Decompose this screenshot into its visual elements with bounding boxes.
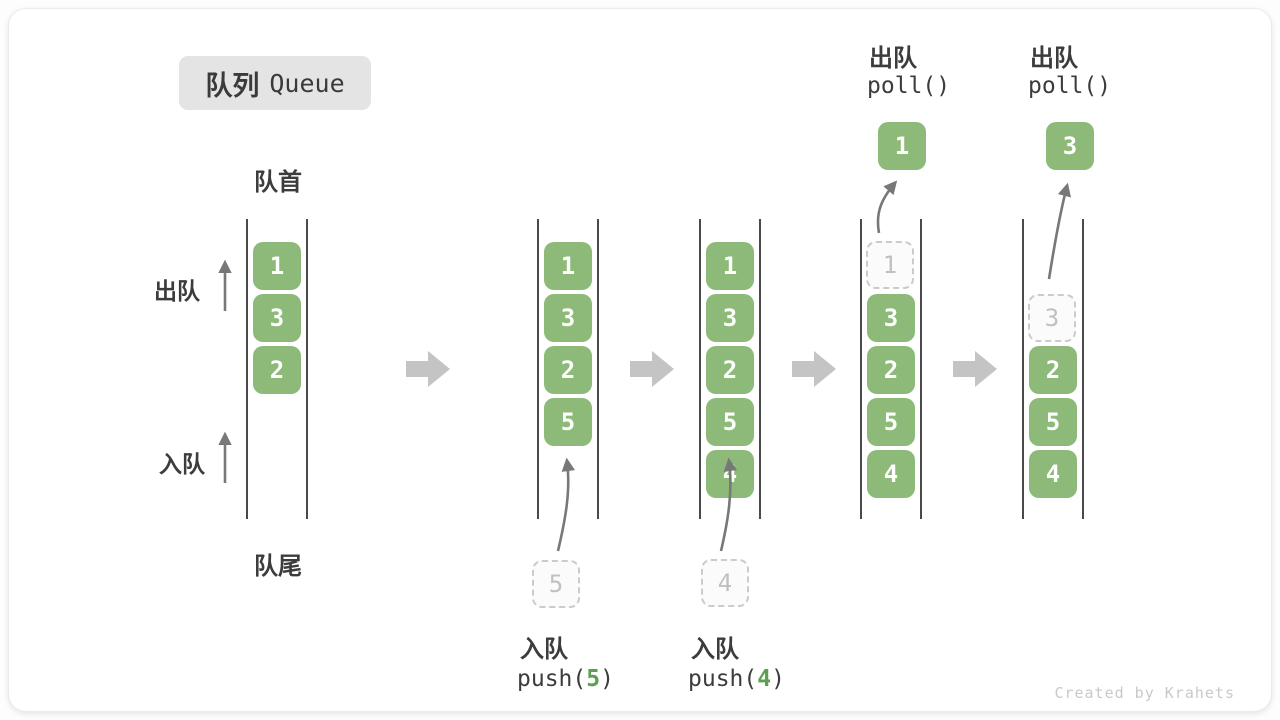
queue3-block-2: 2 xyxy=(706,346,754,394)
op-push4-end: ) xyxy=(771,666,785,692)
queue4-out-block: 1 xyxy=(878,122,926,170)
push5-arrow-icon xyxy=(556,457,576,552)
transition-arrow-1-icon xyxy=(406,351,450,387)
queue2-rail-right xyxy=(597,219,599,519)
queue2-block-1: 1 xyxy=(544,242,592,290)
queue4-block-4: 4 xyxy=(867,450,915,498)
op-push5-fn: push( xyxy=(517,666,587,692)
queue5-rail-right xyxy=(1082,219,1084,519)
op-push4-arg: 4 xyxy=(757,666,772,692)
op-push5-end: ) xyxy=(600,666,614,692)
queue3-block-4: 4 xyxy=(706,450,754,498)
queue5-block-2: 2 xyxy=(1029,346,1077,394)
queue5-rail-left xyxy=(1022,219,1024,519)
op-push5-code: push(5) xyxy=(517,666,614,692)
queue2-block-5: 5 xyxy=(544,398,592,446)
queue2-ghost-5: 5 xyxy=(532,560,580,608)
op-push4-fn: push( xyxy=(688,666,758,692)
queue3-block-5: 5 xyxy=(706,398,754,446)
queue5-ghost-3: 3 xyxy=(1028,294,1076,342)
label-queue-rear: 队尾 xyxy=(254,553,302,580)
op-push5-label: 入队 xyxy=(520,636,568,663)
queue3-rail-right xyxy=(759,219,761,519)
watermark: Created by Krahets xyxy=(1054,684,1235,702)
transition-arrow-2-icon xyxy=(630,351,674,387)
op-poll2-label: 出队 xyxy=(1030,45,1078,72)
queue1-rail-right xyxy=(306,219,308,519)
title-zh: 队列 xyxy=(205,70,260,101)
poll1-arrow-icon xyxy=(876,180,898,234)
op-poll2-code: poll() xyxy=(1028,73,1112,99)
queue1-block-2: 2 xyxy=(253,346,301,394)
queue3-ghost-4: 4 xyxy=(701,559,749,607)
title-badge: 队列 Queue xyxy=(179,56,371,110)
queue4-block-2: 2 xyxy=(867,346,915,394)
queue5-block-5: 5 xyxy=(1029,398,1077,446)
queue4-ghost-1: 1 xyxy=(866,241,914,289)
diagram-card: 队列 Queue 队首 队尾 出队 入队 1 3 2 1 3 2 5 5 1 3… xyxy=(8,8,1272,712)
op-push4-label: 入队 xyxy=(691,636,739,663)
queue2-rail-left xyxy=(537,219,539,519)
queue1-block-1: 1 xyxy=(253,242,301,290)
transition-arrow-3-icon xyxy=(792,351,836,387)
queue4-block-3: 3 xyxy=(867,294,915,342)
op-poll1-label: 出队 xyxy=(869,45,917,72)
queue3-block-1: 1 xyxy=(706,242,754,290)
queue4-rail-right xyxy=(920,219,922,519)
label-enqueue-side: 入队 xyxy=(159,451,205,477)
queue2-block-2: 2 xyxy=(544,346,592,394)
op-push5-arg: 5 xyxy=(586,666,601,692)
queue5-block-4: 4 xyxy=(1029,450,1077,498)
transition-arrow-4-icon xyxy=(953,351,997,387)
poll2-arrow-icon xyxy=(1047,182,1071,280)
op-poll1-code: poll() xyxy=(867,73,951,99)
title-en: Queue xyxy=(269,68,345,98)
label-dequeue-side: 出队 xyxy=(154,278,200,304)
queue3-rail-left xyxy=(699,219,701,519)
queue4-rail-left xyxy=(860,219,862,519)
queue1-rail-left xyxy=(246,219,248,519)
queue5-out-block: 3 xyxy=(1046,122,1094,170)
label-queue-front: 队首 xyxy=(254,169,302,196)
queue2-block-3: 3 xyxy=(544,294,592,342)
op-push4-code: push(4) xyxy=(688,666,785,692)
queue4-block-5: 5 xyxy=(867,398,915,446)
queue3-block-3: 3 xyxy=(706,294,754,342)
queue1-block-3: 3 xyxy=(253,294,301,342)
